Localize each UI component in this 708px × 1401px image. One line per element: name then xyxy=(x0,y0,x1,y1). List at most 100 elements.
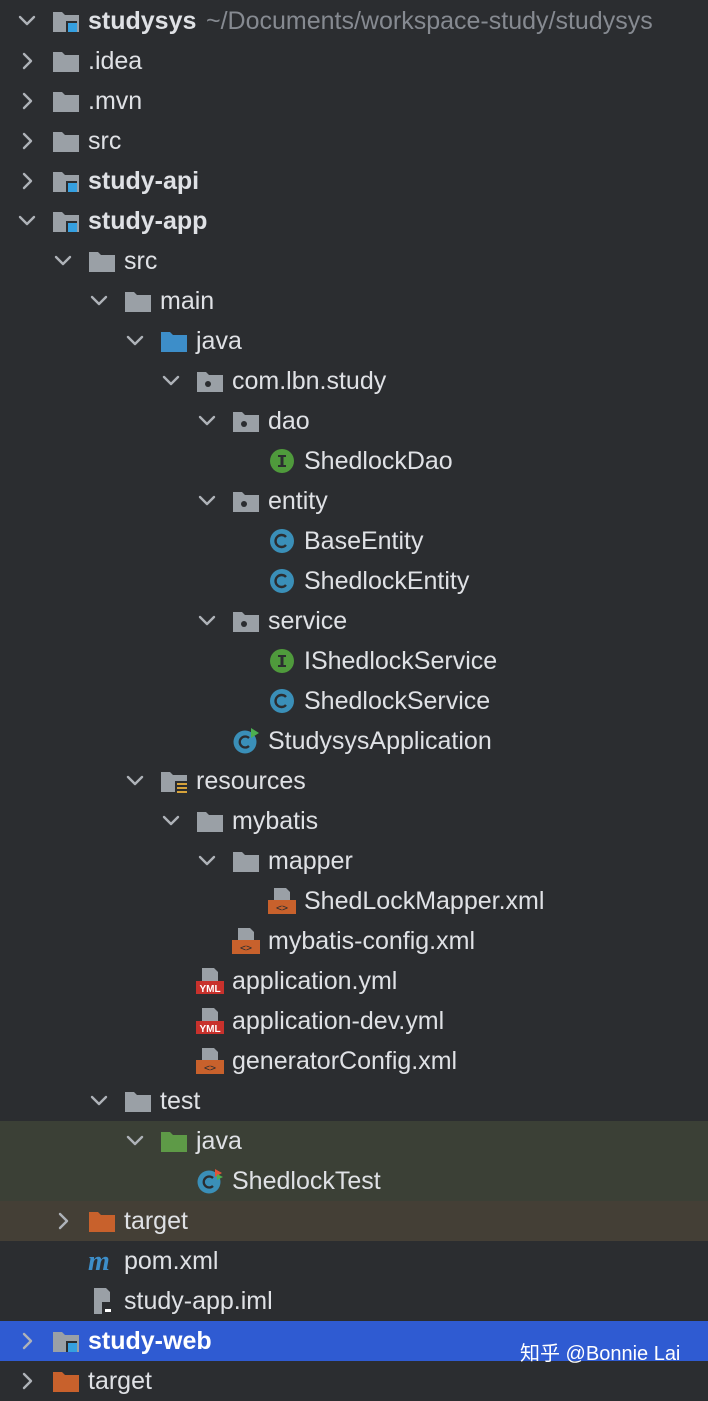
yml-file-icon: YML xyxy=(196,968,226,995)
test-folder-icon xyxy=(160,1128,188,1154)
tree-row[interactable]: m pom.xml xyxy=(0,1241,708,1281)
tree-row[interactable]: ShedlockEntity xyxy=(0,561,708,601)
tree-item-label: ShedlockDao xyxy=(304,447,453,475)
tree-row[interactable]: <>mybatis-config.xml xyxy=(0,921,708,961)
tree-row[interactable]: .idea xyxy=(0,41,708,81)
chevron-right-icon[interactable] xyxy=(18,172,36,190)
excluded-folder-icon xyxy=(52,1368,80,1394)
tree-row[interactable]: ShedlockTest xyxy=(0,1161,708,1201)
tree-row[interactable]: target xyxy=(0,1361,708,1401)
chevron-down-icon[interactable] xyxy=(54,252,72,270)
tree-row[interactable]: StudysysApplication xyxy=(0,721,708,761)
tree-row[interactable]: target xyxy=(0,1201,708,1241)
chevron-down-icon[interactable] xyxy=(198,492,216,510)
chevron-down-icon[interactable] xyxy=(126,1132,144,1150)
tree-item-label: studysys xyxy=(88,7,197,35)
chevron-right-icon[interactable] xyxy=(54,1212,72,1230)
tree-row[interactable]: entity xyxy=(0,481,708,521)
chevron-down-icon[interactable] xyxy=(198,412,216,430)
tree-row[interactable]: ShedlockService xyxy=(0,681,708,721)
package-icon xyxy=(232,488,260,514)
tree-item-label: target xyxy=(88,1367,152,1395)
maven-icon: m xyxy=(88,1246,116,1277)
tree-row[interactable]: IShedlockService xyxy=(0,641,708,681)
tree-item-label: pom.xml xyxy=(124,1247,219,1275)
tree-row[interactable]: java xyxy=(0,1121,708,1161)
tree-item-label: java xyxy=(196,327,242,355)
svg-text:<>: <> xyxy=(276,903,288,914)
chevron-down-icon[interactable] xyxy=(126,332,144,350)
chevron-down-icon[interactable] xyxy=(90,292,108,310)
module-folder-icon xyxy=(52,208,80,234)
folder-icon xyxy=(52,128,80,154)
tree-item-label: mybatis xyxy=(232,807,319,835)
tree-item-label: application-dev.yml xyxy=(232,1007,445,1035)
tree-item-label: java xyxy=(196,1127,242,1155)
tree-item-label: .idea xyxy=(88,47,143,75)
tree-row[interactable]: service xyxy=(0,601,708,641)
tree-row[interactable]: studysys ~/Documents/workspace-study/stud… xyxy=(0,1,708,41)
tree-item-label: mapper xyxy=(268,847,353,875)
chevron-right-icon[interactable] xyxy=(18,1332,36,1350)
chevron-down-icon[interactable] xyxy=(90,1092,108,1110)
svg-text:<>: <> xyxy=(240,943,252,954)
tree-row[interactable]: <> ShedLockMapper.xml xyxy=(0,881,708,921)
yml-file-icon: YML xyxy=(196,1008,226,1035)
xml-file-icon: <> xyxy=(196,1048,224,1074)
resources-folder-icon xyxy=(160,768,188,794)
tree-item-label: IShedlockService xyxy=(304,647,498,675)
chevron-right-icon[interactable] xyxy=(18,1372,36,1390)
chevron-down-icon[interactable] xyxy=(18,12,36,30)
chevron-down-icon[interactable] xyxy=(162,372,180,390)
chevron-right-icon[interactable] xyxy=(18,52,36,70)
tree-row[interactable]: test xyxy=(0,1081,708,1121)
tree-row[interactable]: java xyxy=(0,321,708,361)
watermark: 知乎 @Bonnie Lai xyxy=(520,1343,681,1365)
tree-item-label: src xyxy=(124,247,158,275)
project-path: ~/Documents/workspace-study/studysys xyxy=(206,7,653,35)
package-icon xyxy=(196,368,224,394)
tree-row[interactable]: ShedlockDao xyxy=(0,441,708,481)
class-icon xyxy=(268,568,296,594)
tree-item-label: ShedlockEntity xyxy=(304,567,470,595)
tree-row[interactable]: resources xyxy=(0,761,708,801)
tree-row[interactable]: study-api xyxy=(0,161,708,201)
folder-icon xyxy=(124,288,152,314)
tree-row[interactable]: .mvn xyxy=(0,81,708,121)
tree-row[interactable]: study-app.iml xyxy=(0,1281,708,1321)
package-icon xyxy=(232,408,260,434)
tree-row[interactable]: dao xyxy=(0,401,708,441)
chevron-down-icon[interactable] xyxy=(198,612,216,630)
tree-item-label: .mvn xyxy=(88,87,143,115)
tree-item-label: service xyxy=(268,607,348,635)
folder-icon xyxy=(52,48,80,74)
tree-row[interactable]: main xyxy=(0,281,708,321)
tree-item-label: entity xyxy=(268,487,328,515)
tree-item-label: BaseEntity xyxy=(304,527,424,555)
tree-row[interactable]: com.lbn.study xyxy=(0,361,708,401)
svg-text:YML: YML xyxy=(199,984,220,994)
chevron-right-icon[interactable] xyxy=(18,132,36,150)
tree-item-label: resources xyxy=(196,767,306,795)
chevron-down-icon[interactable] xyxy=(198,852,216,870)
tree-item-label: generatorConfig.xml xyxy=(232,1047,458,1075)
tree-row[interactable]: src xyxy=(0,241,708,281)
chevron-down-icon[interactable] xyxy=(162,812,180,830)
tree-row[interactable]: study-app xyxy=(0,201,708,241)
tree-row[interactable]: <> generatorConfig.xml xyxy=(0,1041,708,1081)
tree-row[interactable]: mybatis xyxy=(0,801,708,841)
tree-item-label: study-web xyxy=(88,1327,212,1355)
chevron-down-icon[interactable] xyxy=(126,772,144,790)
tree-item-label: main xyxy=(160,287,215,315)
tree-item-label: ShedLockMapper.xml xyxy=(304,887,545,915)
tree-row[interactable]: src xyxy=(0,121,708,161)
tree-row[interactable]: mapper xyxy=(0,841,708,881)
tree-item-label: target xyxy=(124,1207,188,1235)
module-folder-icon xyxy=(52,8,80,34)
tree-row[interactable]: BaseEntity xyxy=(0,521,708,561)
chevron-down-icon[interactable] xyxy=(18,212,36,230)
tree-row[interactable]: study-web xyxy=(0,1321,708,1361)
chevron-right-icon[interactable] xyxy=(18,92,36,110)
